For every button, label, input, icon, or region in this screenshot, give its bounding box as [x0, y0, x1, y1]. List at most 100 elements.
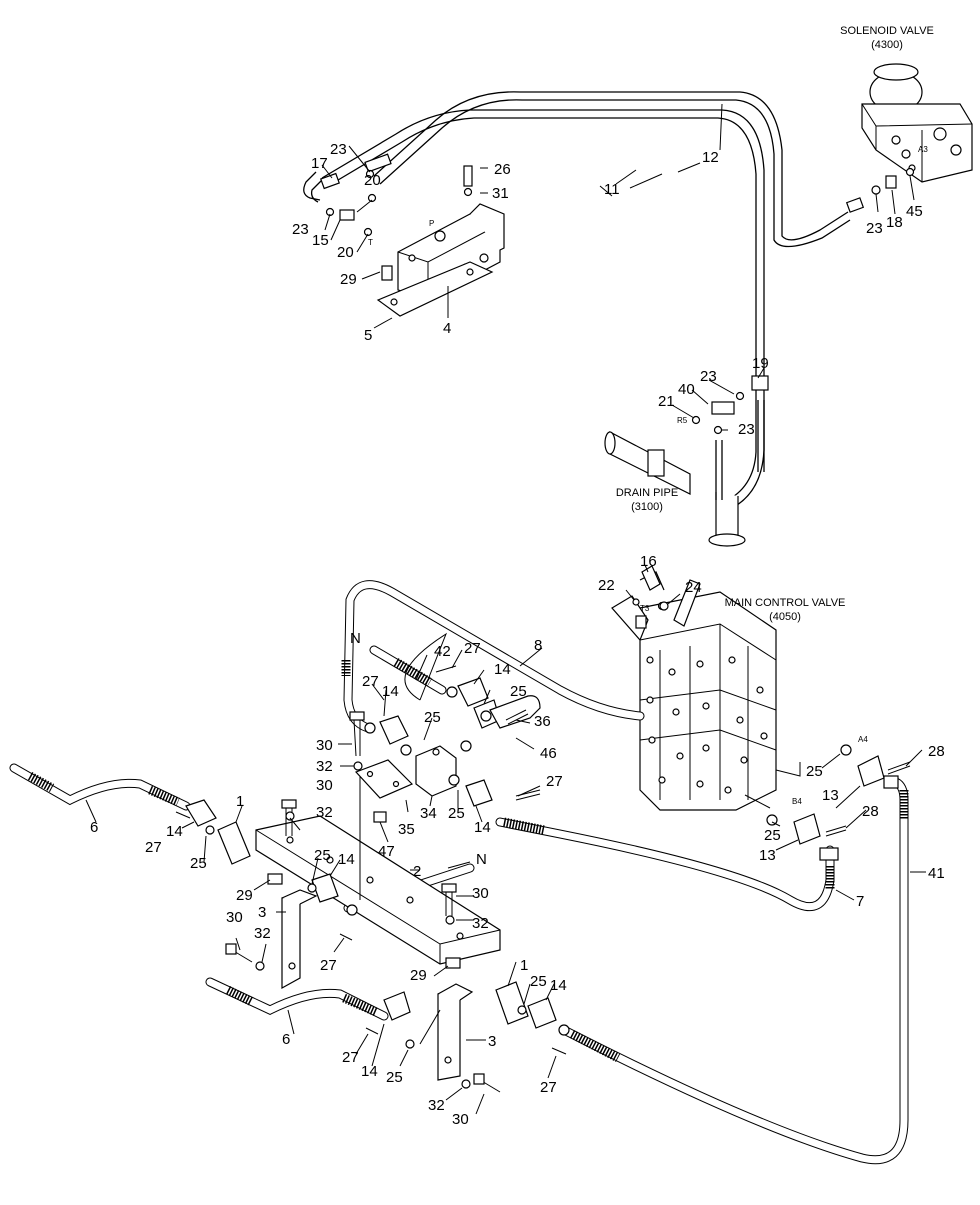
port-label-t: T: [368, 238, 373, 247]
callout-27: 27: [546, 773, 563, 790]
callout-13: 13: [759, 847, 776, 864]
callout-6: 6: [282, 1031, 290, 1048]
callout-32: 32: [428, 1097, 445, 1114]
callout-29: 29: [410, 967, 427, 984]
port-label-p: P: [429, 219, 434, 228]
leader-lines: [85, 103, 926, 1115]
callout-32: 32: [316, 758, 333, 775]
callout-3: 3: [258, 904, 266, 921]
callout-25: 25: [314, 847, 331, 864]
callout-34: 34: [420, 805, 437, 822]
callout-25: 25: [386, 1069, 403, 1086]
valve-block: [376, 203, 505, 317]
callout-30: 30: [316, 737, 333, 754]
callout-25: 25: [190, 855, 207, 872]
callout-1: 1: [520, 957, 528, 974]
callout-30: 30: [452, 1111, 469, 1128]
callout-1: 1: [236, 793, 244, 810]
callout-46: 46: [540, 745, 557, 762]
drain-pipe: [604, 375, 769, 547]
callout-14: 14: [494, 661, 511, 678]
callout-17: 17: [311, 155, 328, 172]
callout-14: 14: [338, 851, 355, 868]
upper-fittings: [320, 153, 915, 281]
callout-7: 7: [856, 893, 864, 910]
callout-29: 29: [236, 887, 253, 904]
callout-5: 5: [364, 327, 372, 344]
main-control-valve-title: MAIN CONTROL VALVE: [725, 597, 846, 609]
callout-8: 8: [534, 637, 542, 654]
callout-14: 14: [166, 823, 183, 840]
callout-26: 26: [494, 161, 511, 178]
callout-27: 27: [540, 1079, 557, 1096]
callout-32: 32: [316, 804, 333, 821]
callout-16: 16: [640, 553, 657, 570]
callout-14: 14: [382, 683, 399, 700]
main-control-valve-code: (4050): [769, 611, 801, 623]
callout-29: 29: [340, 271, 357, 288]
callout-25: 25: [806, 763, 823, 780]
callout-2: 2: [413, 863, 421, 880]
main-control-valve: [611, 571, 777, 811]
solenoid-valve: [861, 63, 973, 183]
drain-pipe-title: DRAIN PIPE: [616, 487, 678, 499]
callout-27: 27: [342, 1049, 359, 1066]
part-number-callouts: 1 1 2 3 3 4 5 6 6 7 8 11 12 13 13 14 14 …: [90, 141, 945, 1128]
callout-36: 36: [534, 713, 551, 730]
callout-23: 23: [292, 221, 309, 238]
pilot-pipes: [303, 91, 851, 509]
callout-45: 45: [906, 203, 923, 220]
port-label-n-lower: N: [476, 851, 487, 868]
callout-21: 21: [658, 393, 675, 410]
callout-23: 23: [738, 421, 755, 438]
callout-14: 14: [361, 1063, 378, 1080]
callout-19: 19: [752, 355, 769, 372]
callout-40: 40: [678, 381, 695, 398]
drain-pipe-code: (3100): [631, 501, 663, 513]
callout-30: 30: [472, 885, 489, 902]
callout-31: 31: [492, 185, 509, 202]
port-label-n-upper: N: [350, 630, 361, 647]
callout-22: 22: [598, 577, 615, 594]
callout-20: 20: [364, 172, 381, 189]
callout-13: 13: [822, 787, 839, 804]
port-label-a3: A3: [918, 145, 928, 154]
solenoid-valve-title: SOLENOID VALVE: [840, 25, 934, 37]
callout-18: 18: [886, 214, 903, 231]
callout-28: 28: [928, 743, 945, 760]
callout-27: 27: [320, 957, 337, 974]
callout-27: 27: [464, 640, 481, 657]
port-label-t3: T3: [640, 604, 650, 613]
callout-23: 23: [330, 141, 347, 158]
callout-32: 32: [472, 915, 489, 932]
port-label-a4: A4: [858, 735, 868, 744]
callout-28: 28: [862, 803, 879, 820]
manifold-bracket: [217, 759, 529, 1081]
hoses: [9, 580, 909, 1165]
callout-23: 23: [866, 220, 883, 237]
callout-30: 30: [226, 909, 243, 926]
callout-3: 3: [488, 1033, 496, 1050]
port-label-b4: B4: [792, 797, 802, 806]
callout-24: 24: [685, 579, 702, 596]
callout-25: 25: [448, 805, 465, 822]
callout-47: 47: [378, 843, 395, 860]
callout-14: 14: [474, 819, 491, 836]
callout-11: 11: [604, 181, 620, 198]
small-parts: [175, 565, 911, 1093]
callout-25: 25: [424, 709, 441, 726]
callout-23: 23: [700, 368, 717, 385]
port-label-r5: R5: [677, 416, 688, 425]
callout-25: 25: [510, 683, 527, 700]
callout-14: 14: [550, 977, 567, 994]
callout-25: 25: [764, 827, 781, 844]
solenoid-valve-code: (4300): [871, 39, 903, 51]
callout-42: 42: [434, 643, 451, 660]
callout-27: 27: [362, 673, 379, 690]
callout-35: 35: [398, 821, 415, 838]
callout-41: 41: [928, 865, 945, 882]
callout-20: 20: [337, 244, 354, 261]
callout-25: 25: [530, 973, 547, 990]
